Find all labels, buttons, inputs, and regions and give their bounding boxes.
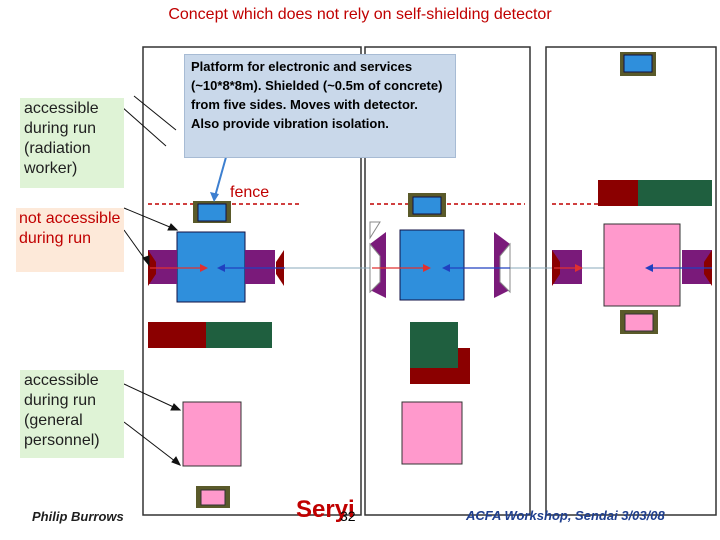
right-hall-elements bbox=[552, 52, 712, 334]
footer-speaker: Seryi bbox=[296, 496, 355, 523]
hall-right-outline bbox=[545, 46, 717, 516]
endcap-right bbox=[245, 250, 275, 284]
hall-left-outline bbox=[142, 46, 362, 516]
detector-pink bbox=[182, 401, 242, 467]
left-hall-elements bbox=[148, 201, 284, 508]
pointer-arrows bbox=[121, 95, 182, 466]
shield-red bbox=[148, 322, 206, 348]
page-number: 32 bbox=[340, 508, 356, 524]
hall-middle-outline bbox=[364, 46, 531, 516]
detector-blue bbox=[176, 231, 246, 303]
label-accessible-radiation: accessible during run (radiation worker) bbox=[20, 98, 124, 188]
footer-author: Philip Burrows bbox=[32, 509, 124, 524]
label-accessible-general: accessible during run (general personnel… bbox=[20, 370, 124, 458]
slide-title: Concept which does not rely on self-shie… bbox=[168, 6, 552, 23]
label-not-accessible: not accessible during run bbox=[16, 208, 124, 272]
shield-green bbox=[206, 322, 272, 348]
service-platform bbox=[197, 203, 227, 222]
middle-hall-elements bbox=[369, 193, 511, 465]
platform-callout: Platform for electronic and services (~1… bbox=[184, 54, 456, 158]
endcap-left bbox=[148, 250, 177, 284]
footer-event: ACFA Workshop, Sendai 3/03/08 bbox=[466, 508, 665, 523]
fence-label: fence bbox=[230, 184, 270, 201]
callout-pointer bbox=[213, 149, 229, 201]
